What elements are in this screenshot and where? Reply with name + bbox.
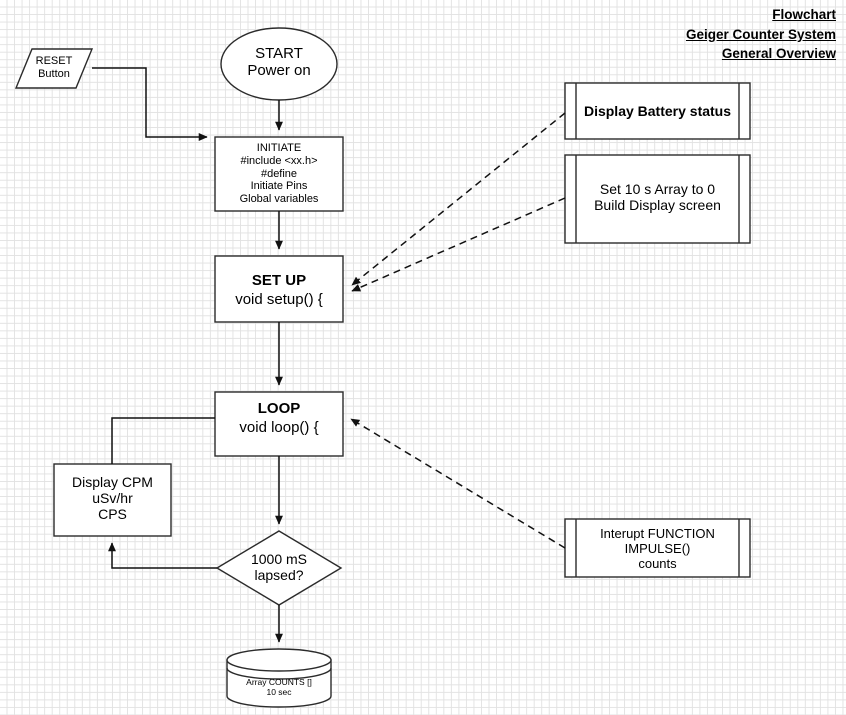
build-display-node[interactable] (565, 155, 750, 243)
start-node[interactable] (221, 28, 337, 100)
title-block: Flowchart Geiger Counter System General … (686, 5, 836, 64)
loop-node[interactable] (215, 392, 343, 456)
title-line-2: Geiger Counter System (685, 26, 836, 42)
title-line-3: General Overview (721, 46, 836, 62)
connector-reset-to-initiate (92, 67, 208, 141)
connector-loop-to-display-cpm (111, 417, 215, 464)
title-line-1: Flowchart (772, 7, 836, 22)
initiate-node[interactable] (215, 137, 343, 211)
decision-node[interactable] (217, 531, 341, 605)
battery-status-node[interactable] (565, 83, 750, 139)
connector-interrupt-to-loop (350, 418, 566, 549)
connector-build-display-to-setup (351, 197, 566, 292)
connector-battery-status-to-setup (351, 112, 566, 286)
interrupt-node[interactable] (565, 519, 750, 577)
setup-node[interactable] (215, 256, 343, 322)
display-cpm-node[interactable] (54, 464, 171, 536)
array-counts-node[interactable] (227, 649, 331, 707)
reset-button-node[interactable] (16, 49, 92, 88)
connector-decision-to-display-cpm (108, 542, 217, 569)
